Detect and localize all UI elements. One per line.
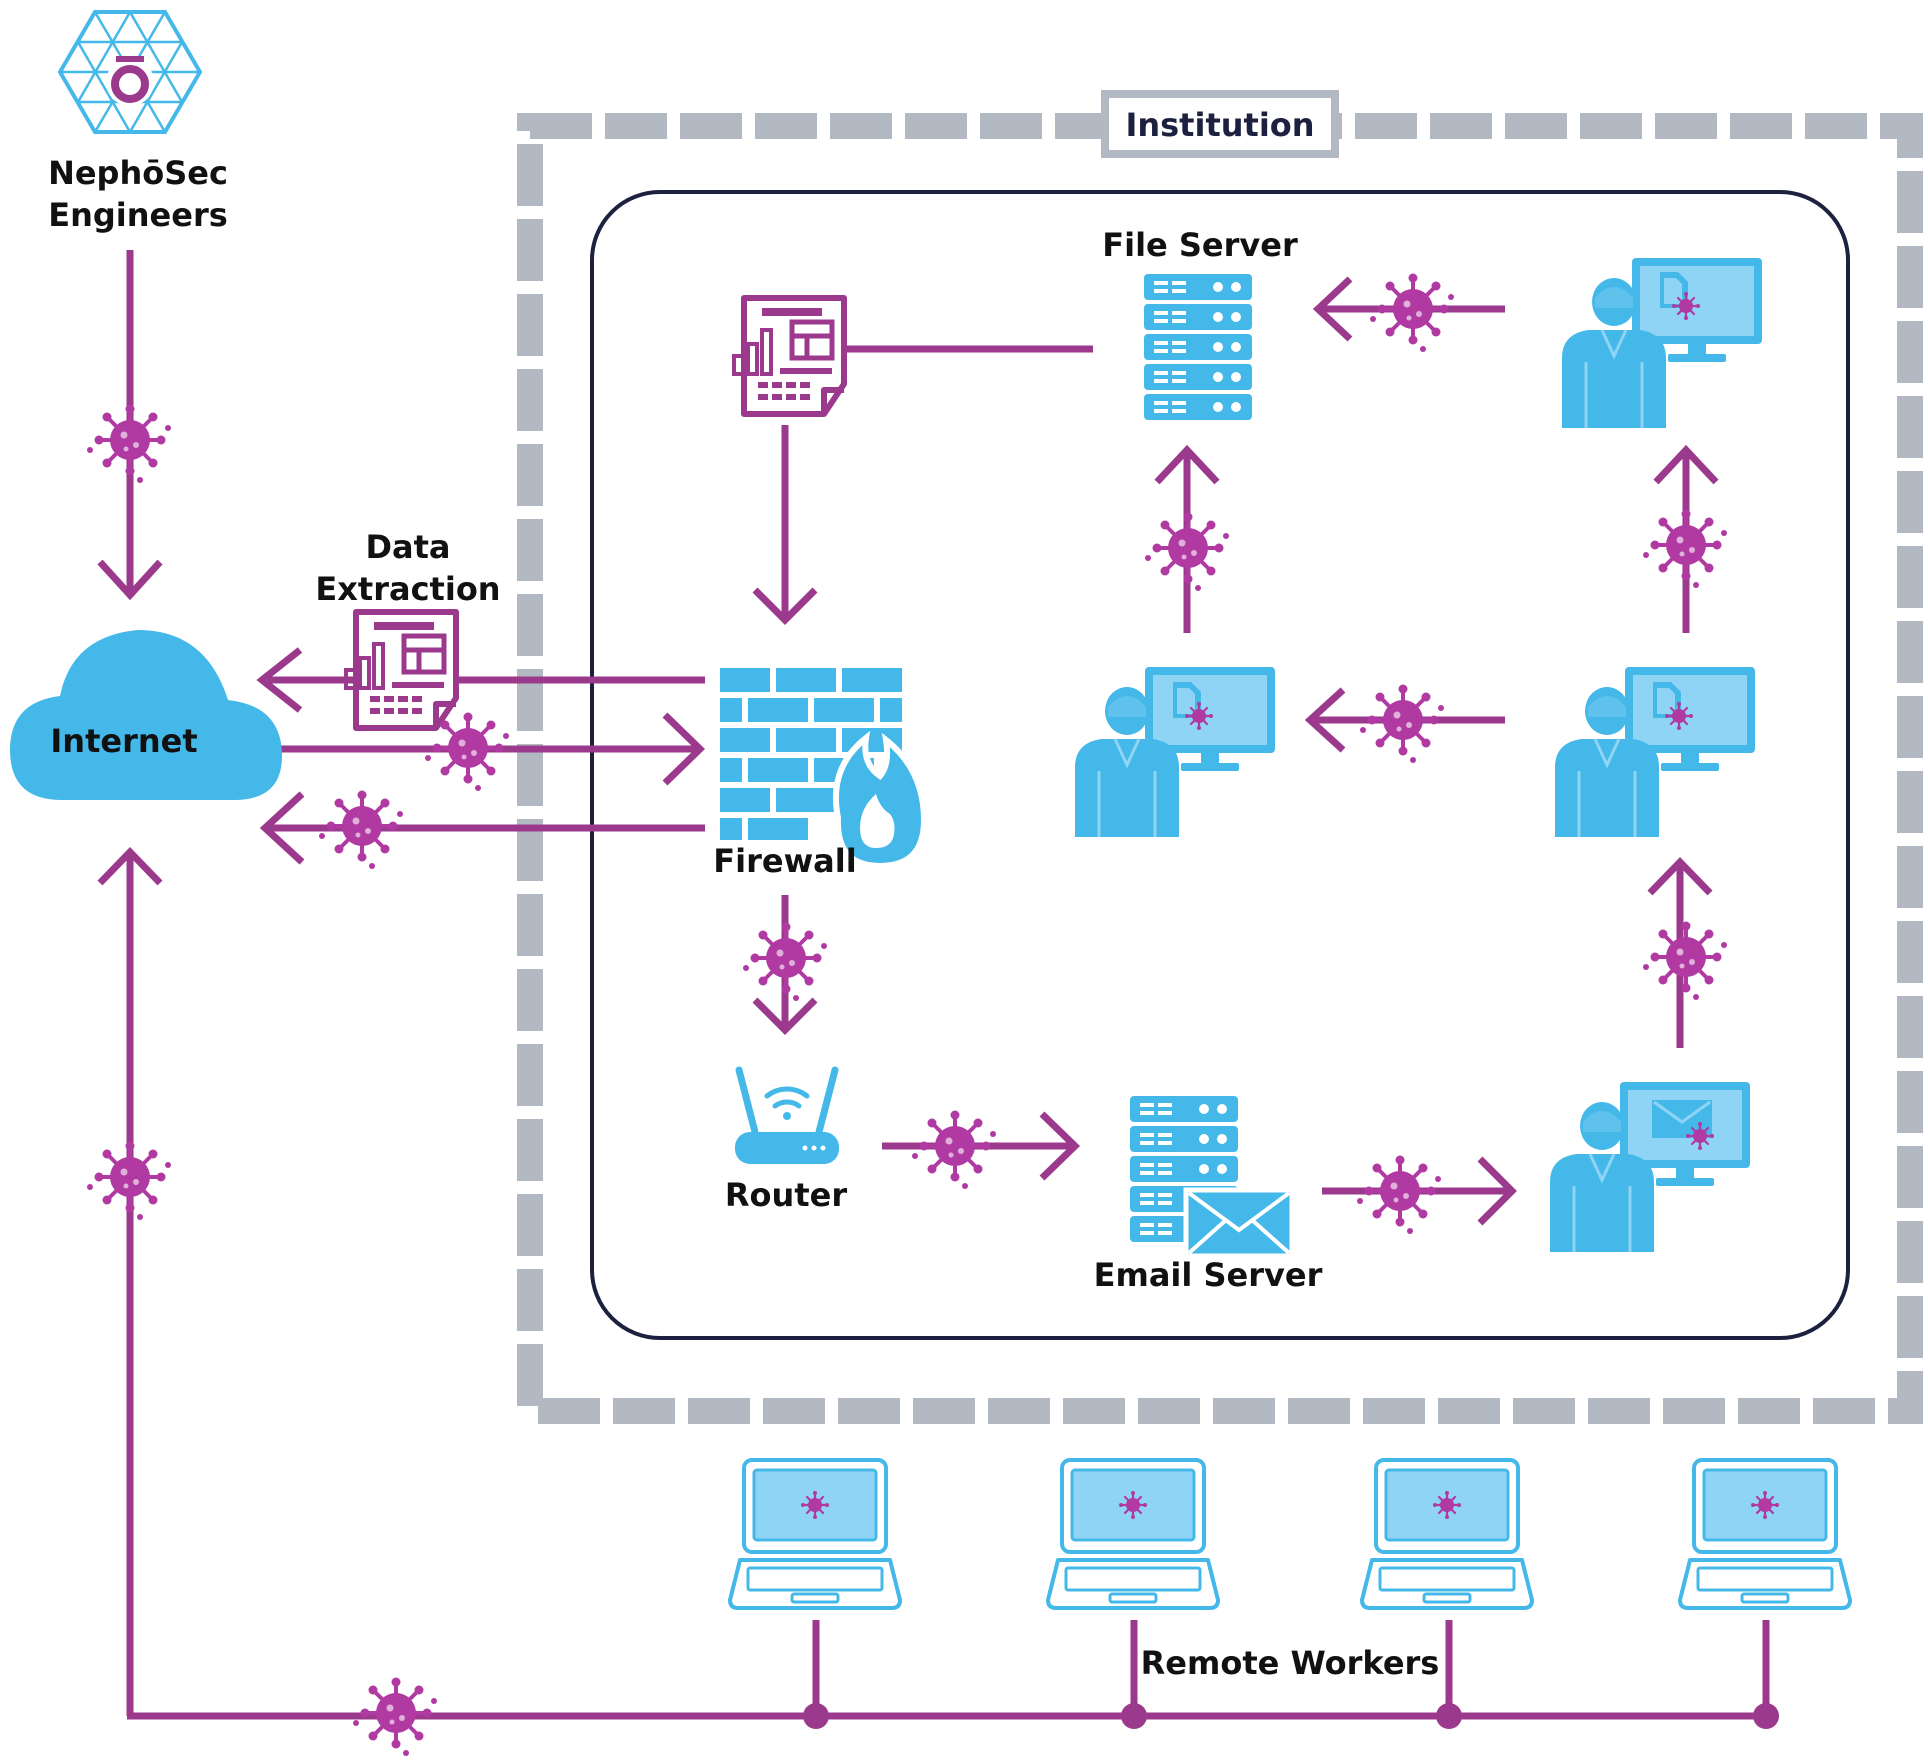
- user-computer-top-right: [1560, 256, 1764, 430]
- cloud-icon: [10, 630, 282, 800]
- report-document-icon: [734, 298, 844, 414]
- router-label: Router: [725, 1176, 847, 1214]
- remote-workers-label: Remote Workers: [1141, 1644, 1440, 1682]
- virus-icon: [85, 402, 173, 485]
- institution-label-box: Institution: [1101, 90, 1339, 158]
- envelope-icon: [1183, 1187, 1295, 1259]
- virus-icon: [85, 1139, 173, 1222]
- server-rack-icon: [1144, 274, 1252, 420]
- user-computer-mid-right: [1553, 665, 1757, 839]
- virus-icon: [1368, 271, 1456, 354]
- virus-icon: [1641, 507, 1729, 590]
- nephosec-logo: [57, 10, 203, 134]
- wifi-router-icon: [735, 1066, 839, 1164]
- firewall-icon: [720, 668, 928, 870]
- bus-nodes: [803, 1703, 1779, 1729]
- org-name-line1: NephōSec: [48, 154, 228, 192]
- laptop-icon: [728, 1458, 902, 1610]
- virus-icon: [1641, 919, 1729, 1002]
- virus-icon: [910, 1108, 998, 1191]
- file-server-label: File Server: [1102, 226, 1298, 264]
- email-server-label: Email Server: [1094, 1256, 1323, 1294]
- virus-icon: [1143, 510, 1231, 593]
- institution-label: Institution: [1125, 106, 1314, 144]
- user-computer-mid-left: [1073, 665, 1277, 839]
- laptop-icon: [1046, 1458, 1220, 1610]
- laptop-icon: [1678, 1458, 1852, 1610]
- virus-icon: [1358, 682, 1446, 765]
- internal-network-box: [590, 190, 1850, 1340]
- firewall-label: Firewall: [713, 842, 856, 880]
- virus-icon: [1355, 1153, 1443, 1236]
- virus-icon: [741, 920, 829, 1003]
- report-document-icon: [346, 612, 456, 728]
- internet-label: Internet: [50, 722, 197, 760]
- data-extraction-line2: Extraction: [315, 570, 500, 608]
- laptop-icon: [1360, 1458, 1534, 1610]
- org-name-line2: Engineers: [48, 196, 228, 234]
- user-computer-email: [1548, 1080, 1752, 1254]
- data-extraction-line1: Data: [365, 528, 450, 566]
